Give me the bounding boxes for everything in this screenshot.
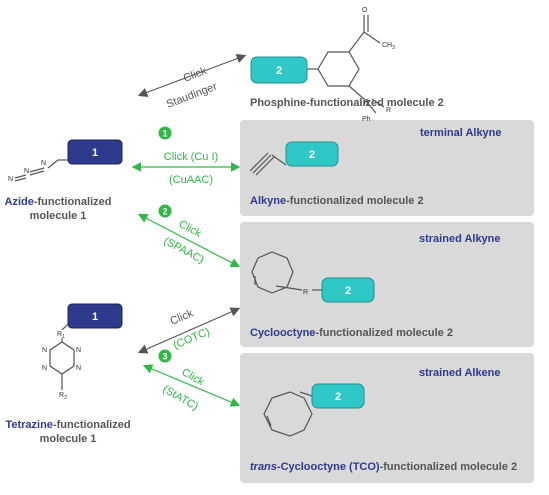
atom-ph: Ph [362, 116, 371, 123]
spaac-arrow [137, 213, 241, 268]
molecule-1-box [67, 139, 123, 165]
statc-label-2: (StATC) [161, 383, 201, 413]
cyclooctyne-caption: Cyclooctyne-functionalized molecule 2 [250, 327, 453, 339]
molecule-2-box [250, 56, 308, 84]
molecule-1-label: 1 [92, 147, 98, 159]
alkyne-molecule-2-box [285, 141, 339, 167]
tco-caption: trans-Cyclooctyne (TCO)-functionalized m… [250, 461, 517, 473]
atom-n1: N [24, 168, 29, 175]
atom-r2: R2 [59, 392, 67, 401]
staudinger-click-label: Click [182, 65, 209, 85]
statc-arrow [142, 364, 241, 407]
strained-alkene-heading: strained Alkene [419, 367, 501, 379]
atom-n2: N [8, 176, 13, 183]
cuaac-label-1: Click (Cu I) [164, 151, 218, 163]
route-2-number: 2 [162, 207, 167, 217]
route-1-number: 1 [162, 129, 167, 139]
tco-molecule-2-label: 2 [335, 391, 341, 403]
atom-ch3: CH3 [382, 42, 395, 51]
atom-n6: N [42, 365, 47, 372]
cyclooctyne-molecule-2-label: 2 [345, 285, 351, 297]
tetrazine-caption: Tetrazine-functionalized [5, 419, 130, 431]
atom-r1: R1 [57, 331, 65, 340]
panel-strained-alkyne [240, 222, 534, 347]
azide-caption-line2: molecule 1 [30, 210, 87, 222]
route-3-number: 3 [162, 352, 167, 362]
atom-n3: N [76, 347, 81, 354]
phosphine-caption: Phosphine-functionalized molecule 2 [250, 97, 444, 109]
tco-molecule-2-box [311, 383, 365, 409]
atom-r-cyclo: R [303, 289, 308, 296]
tetrazine-molecule-1-label: 1 [92, 311, 98, 323]
azide-structure: 1 N N N [8, 139, 123, 183]
cotc-label-1: Click [168, 307, 195, 328]
route-1-badge [158, 126, 172, 140]
alkyne-caption: Alkyne-functionalized molecule 2 [250, 195, 424, 207]
molecule-2-label: 2 [276, 65, 282, 77]
atom-p: P [364, 99, 369, 106]
cyclooctyne-molecule-2-box [321, 277, 375, 303]
atom-n: N [41, 160, 46, 167]
tetrazine-caption-line2: molecule 1 [40, 433, 97, 445]
staudinger-arrow [137, 54, 247, 97]
terminal-alkyne-heading: terminal Alkyne [420, 127, 502, 139]
atom-n5: N [42, 347, 47, 354]
alkyne-molecule-2-label: 2 [309, 149, 315, 161]
atom-r: R [386, 107, 391, 114]
route-3-badge [158, 349, 172, 363]
spaac-label-2: (SPAAC) [162, 235, 206, 266]
statc-label-1: Click [180, 366, 207, 389]
cuaac-label-2: (CuAAC) [169, 174, 213, 186]
alkyne-structure: 2 [249, 141, 339, 176]
cotc-arrow [137, 307, 241, 354]
azide-caption: Azide-functionalized [5, 196, 112, 208]
tco-structure: 2 [263, 383, 365, 437]
tetrazine-structure: 1 R1 N N N N R2 [42, 303, 123, 401]
tetrazine-molecule-1-box [67, 303, 123, 329]
cyclooctyne-structure: R 2 [251, 251, 375, 303]
staudinger-label: Staudinger [165, 80, 219, 110]
phosphine-structure: 2 O CH3 P R Ph [250, 7, 395, 123]
atom-o: O [362, 7, 368, 14]
atom-n4: N [76, 365, 81, 372]
strained-alkyne-heading: strained Alkyne [419, 233, 501, 245]
